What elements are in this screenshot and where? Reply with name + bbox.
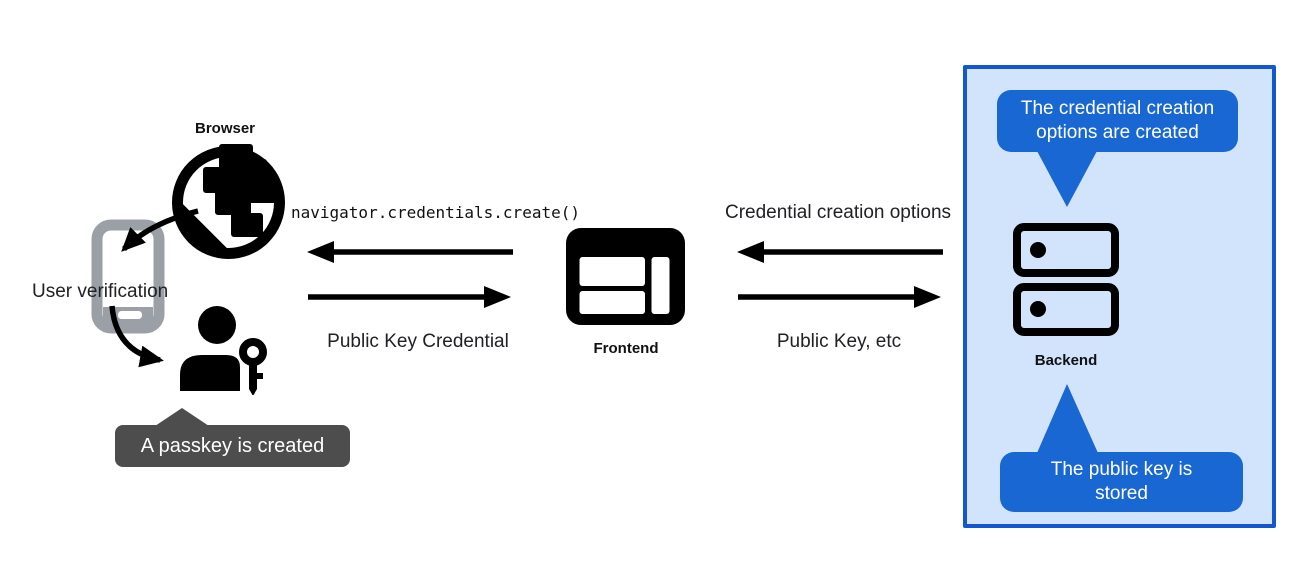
smartphone-icon — [91, 219, 165, 334]
person-key-icon — [180, 306, 267, 395]
passkey-created-tooltip: A passkey is created — [115, 408, 350, 467]
arrow-backend-to-frontend — [737, 241, 943, 263]
navigator-credentials-create-label: navigator.credentials.create() — [291, 203, 580, 222]
backend-panel: The credential creation options are crea… — [963, 65, 1276, 528]
options-created-bubble: The credential creation options are crea… — [997, 90, 1238, 207]
bubble-pointer-down — [1037, 151, 1097, 207]
options-created-line2: options are created — [1036, 122, 1199, 143]
tooltip-pointer — [155, 408, 209, 426]
bubble-pointer-up — [1037, 384, 1098, 453]
globe-icon — [172, 144, 285, 259]
credential-creation-options-label: Credential creation options — [724, 202, 952, 223]
backend-node-label: Backend — [1034, 352, 1098, 369]
key-stored-line2: stored — [1095, 483, 1148, 504]
browser-node-label: Browser — [194, 120, 256, 137]
server-stack-icon — [1013, 223, 1119, 336]
arrow-browser-to-frontend — [308, 286, 511, 308]
browser-window-icon — [566, 228, 685, 325]
arrow-frontend-to-browser — [307, 241, 513, 263]
key-stored-bubble: The public key is stored — [1000, 384, 1243, 512]
arrow-frontend-to-backend — [738, 286, 941, 308]
public-key-etc-label: Public Key, etc — [776, 331, 902, 352]
passkey-created-text: A passkey is created — [140, 435, 325, 457]
public-key-credential-label: Public Key Credential — [327, 331, 509, 352]
user-verification-label: User verification — [32, 281, 169, 302]
frontend-node-label: Frontend — [593, 340, 659, 357]
key-stored-line1: The public key is — [1050, 459, 1193, 480]
options-created-line1: The credential creation — [1020, 98, 1215, 119]
